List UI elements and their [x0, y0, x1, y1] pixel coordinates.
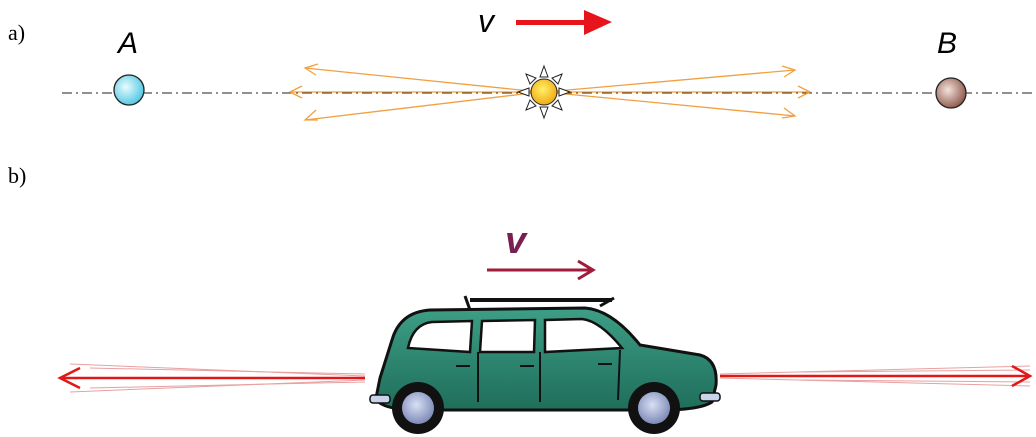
observer-b-icon — [935, 77, 967, 109]
light-rays — [288, 63, 812, 121]
point-a-label: A — [116, 27, 138, 60]
sound-wave-right — [719, 364, 1033, 388]
panel-b: b) v — [8, 163, 1033, 434]
panel-a-label: a) — [8, 20, 25, 45]
velocity-arrow-b — [487, 259, 596, 281]
sound-wave-left — [57, 363, 366, 393]
panel-a: a) A B — [8, 3, 1036, 121]
velocity-label-b: v — [505, 220, 528, 262]
point-b-label: B — [937, 27, 957, 60]
velocity-label-a: v — [478, 3, 496, 39]
panel-b-label: b) — [8, 163, 26, 188]
car-icon — [369, 295, 721, 434]
velocity-arrow-a — [516, 10, 612, 35]
sun-icon — [516, 64, 572, 120]
observer-a-icon — [113, 74, 145, 106]
